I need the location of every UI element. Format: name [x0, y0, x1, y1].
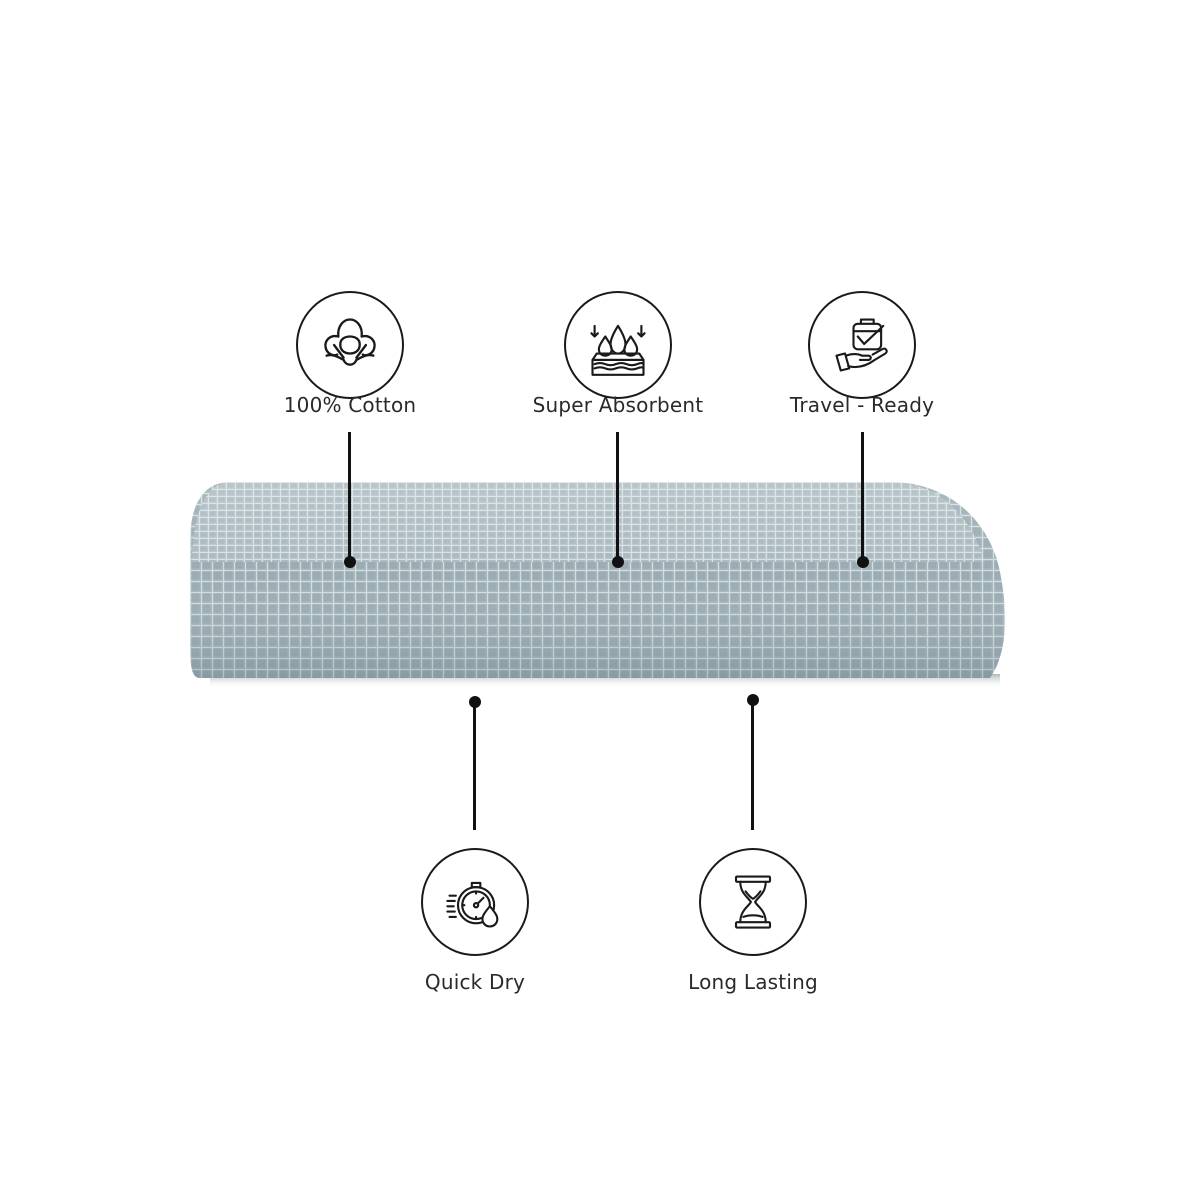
connector-line-longlasting: [751, 702, 754, 830]
connector-dot-cotton: [344, 556, 356, 568]
feature-badge-longlasting: [699, 848, 807, 956]
connector-line-cotton: [348, 432, 351, 560]
feature-badge-travel: [808, 291, 916, 399]
connector-line-travel: [861, 432, 864, 560]
feature-badge-cotton: [296, 291, 404, 399]
feature-label-longlasting: Long Lasting: [688, 970, 818, 994]
feature-badge-quickdry: [421, 848, 529, 956]
water-absorb-icon: [590, 324, 646, 376]
connector-dot-quickdry: [469, 696, 481, 708]
hourglass-icon: [734, 875, 772, 929]
feature-badge-absorbent: [564, 291, 672, 399]
connector-line-absorbent: [616, 432, 619, 560]
connector-dot-absorbent: [612, 556, 624, 568]
connector-dot-longlasting: [747, 694, 759, 706]
towel-product-image: [190, 482, 1012, 688]
cotton-flower-icon: [324, 318, 376, 366]
connector-dot-travel: [857, 556, 869, 568]
feature-label-quickdry: Quick Dry: [424, 970, 526, 994]
feature-label-absorbent: Super Absorbent: [532, 393, 704, 417]
connector-line-quickdry: [473, 704, 476, 830]
hand-suitcase-check-icon: [835, 318, 888, 372]
stopwatch-drop-icon: [446, 881, 499, 928]
feature-label-cotton: 100% Cotton: [283, 393, 417, 417]
feature-label-travel: Travel - Ready: [789, 393, 935, 417]
